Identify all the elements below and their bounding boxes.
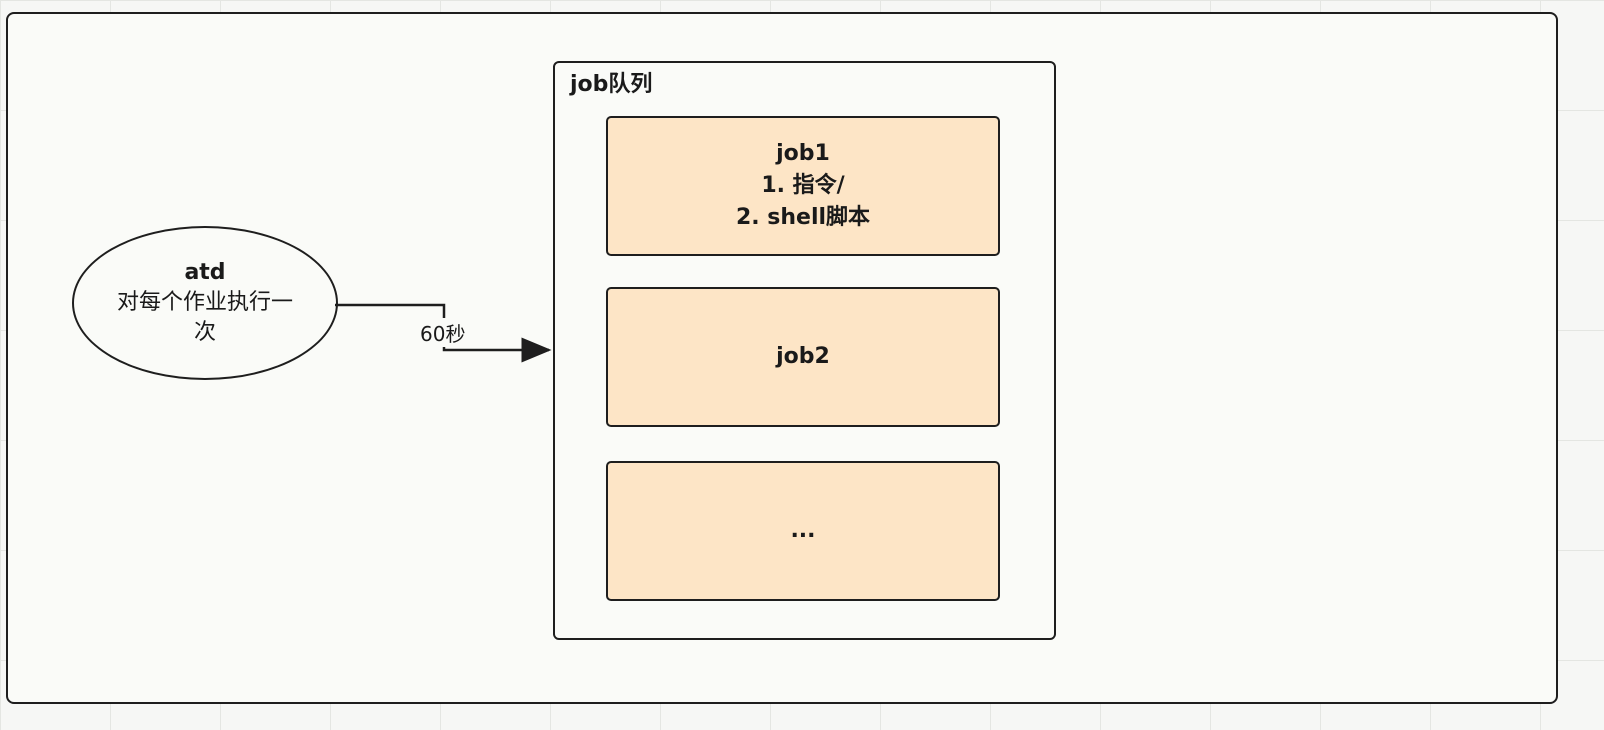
atd-node-line1: 对每个作业执行一 bbox=[116, 290, 293, 315]
job-box-1-title: job1 bbox=[776, 141, 830, 166]
job-queue-title: job队列 bbox=[570, 72, 653, 97]
job-box-2-title: job2 bbox=[776, 344, 830, 369]
job-box-1-line1: 1. 指令/ bbox=[761, 173, 845, 198]
job-box-1[interactable]: job1 1. 指令/ 2. shell脚本 bbox=[606, 116, 1000, 256]
job-box-1-line2: 2. shell脚本 bbox=[735, 205, 871, 230]
job-box-2[interactable]: job2 bbox=[606, 287, 1000, 427]
job-box-more[interactable]: ... bbox=[606, 461, 1000, 601]
atd-node-title: atd bbox=[184, 260, 226, 285]
atd-node-line2: 次 bbox=[193, 320, 216, 345]
atd-node[interactable]: atd 对每个作业执行一 次 bbox=[72, 226, 338, 380]
job-box-more-title: ... bbox=[790, 518, 816, 543]
connector-label: 60秒 bbox=[418, 318, 468, 347]
